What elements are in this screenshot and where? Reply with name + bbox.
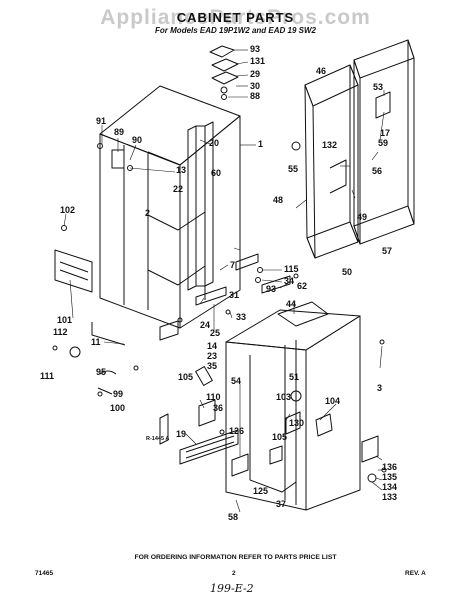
callout-2: 2 (145, 208, 150, 218)
callout-37: 37 (276, 499, 286, 509)
callout-58: 58 (228, 512, 238, 522)
callout-11: 11 (91, 337, 101, 347)
callout-101: 101 (57, 315, 72, 325)
callout-88: 88 (250, 91, 260, 101)
callout-50: 50 (342, 267, 352, 277)
callout-93: 93 (250, 44, 260, 54)
callout-17: 17 (380, 128, 390, 138)
callout-136: 136 (382, 462, 397, 472)
callout-leaders (63, 49, 385, 513)
callout-111: 111 (40, 371, 54, 381)
callout-23: 23 (207, 351, 217, 361)
callout-35: 35 (207, 361, 217, 371)
callout-14: 14 (207, 341, 217, 351)
callout-102: 102 (60, 205, 75, 215)
callout-33: 33 (236, 312, 246, 322)
left-side-parts (52, 143, 213, 397)
diagram-subtitle: For Models EAD 19P1W2 and EAD 19 SW2 (155, 26, 316, 35)
callout-99: 99 (113, 389, 123, 399)
callout-25: 25 (210, 328, 220, 338)
callout-133: 133 (382, 492, 397, 502)
callout-93: 93 (266, 284, 276, 294)
footer-instruction: FOR ORDERING INFORMATION REFER TO PARTS … (134, 554, 337, 561)
diagram-title: CABINET PARTS (176, 10, 295, 25)
callout-59: 59 (378, 138, 388, 148)
inner-liner (225, 301, 385, 511)
callout-20: 20 (209, 138, 219, 148)
callout-51: 51 (289, 372, 299, 382)
callout-100: 100 (110, 403, 125, 413)
callout-31: 31 (229, 290, 239, 300)
callout-22: 22 (173, 184, 183, 194)
footer-page-number: 2 (232, 570, 236, 577)
callout-62: 62 (297, 281, 307, 291)
callout-7: 7 (230, 260, 235, 270)
callout-89: 89 (114, 127, 124, 137)
callout-44: 44 (286, 299, 296, 309)
callout-54: 54 (231, 376, 241, 386)
callout-1: 1 (258, 139, 263, 149)
callout-103: 103 (276, 392, 291, 402)
callout-110: 110 (206, 392, 221, 402)
middle-parts (195, 253, 299, 315)
callout-13: 13 (176, 165, 186, 175)
handwritten-note: 199-E-2 (210, 582, 254, 595)
callout-134: 134 (382, 482, 397, 492)
callout-104: 104 (325, 396, 340, 406)
lower-left-parts (159, 399, 239, 465)
callout-115: 115 (284, 264, 299, 274)
callout-131: 131 (250, 56, 265, 66)
footer-revision: REV. A (405, 570, 426, 577)
callout-48: 48 (273, 195, 283, 205)
callout-60: 60 (211, 168, 221, 178)
callout-56: 56 (372, 166, 382, 176)
cabinet-divider (187, 121, 214, 291)
callout-112: 112 (53, 327, 68, 337)
callout-53: 53 (373, 82, 383, 92)
diagram-code: R-1445 A (146, 436, 170, 442)
callout-3: 3 (377, 383, 382, 393)
footer-left-code: 71465 (35, 570, 54, 577)
top-hinge-parts (209, 45, 239, 100)
callout-95: 95 (96, 367, 106, 377)
callout-30: 30 (250, 81, 260, 91)
callout-90: 90 (132, 135, 142, 145)
callout-29: 29 (250, 69, 260, 79)
callout-55: 55 (288, 164, 298, 174)
callout-130: 130 (289, 418, 304, 428)
callout-19: 19 (176, 429, 186, 439)
watermark: AppliancePartsPros.com (100, 6, 371, 29)
callout-125: 125 (253, 486, 268, 496)
callout-126: 126 (229, 426, 244, 436)
callout-135: 135 (382, 472, 397, 482)
callout-132: 132 (322, 140, 337, 150)
callout-105: 105 (178, 372, 193, 382)
callout-46: 46 (316, 66, 326, 76)
callout-57: 57 (382, 246, 392, 256)
callout-24: 24 (200, 320, 210, 330)
callout-36: 36 (213, 403, 223, 413)
door-gasket-frames (291, 39, 415, 259)
callout-49: 49 (357, 212, 367, 222)
callout-34: 34 (284, 276, 294, 286)
callout-105: 105 (272, 432, 287, 442)
callout-91: 91 (96, 116, 106, 126)
